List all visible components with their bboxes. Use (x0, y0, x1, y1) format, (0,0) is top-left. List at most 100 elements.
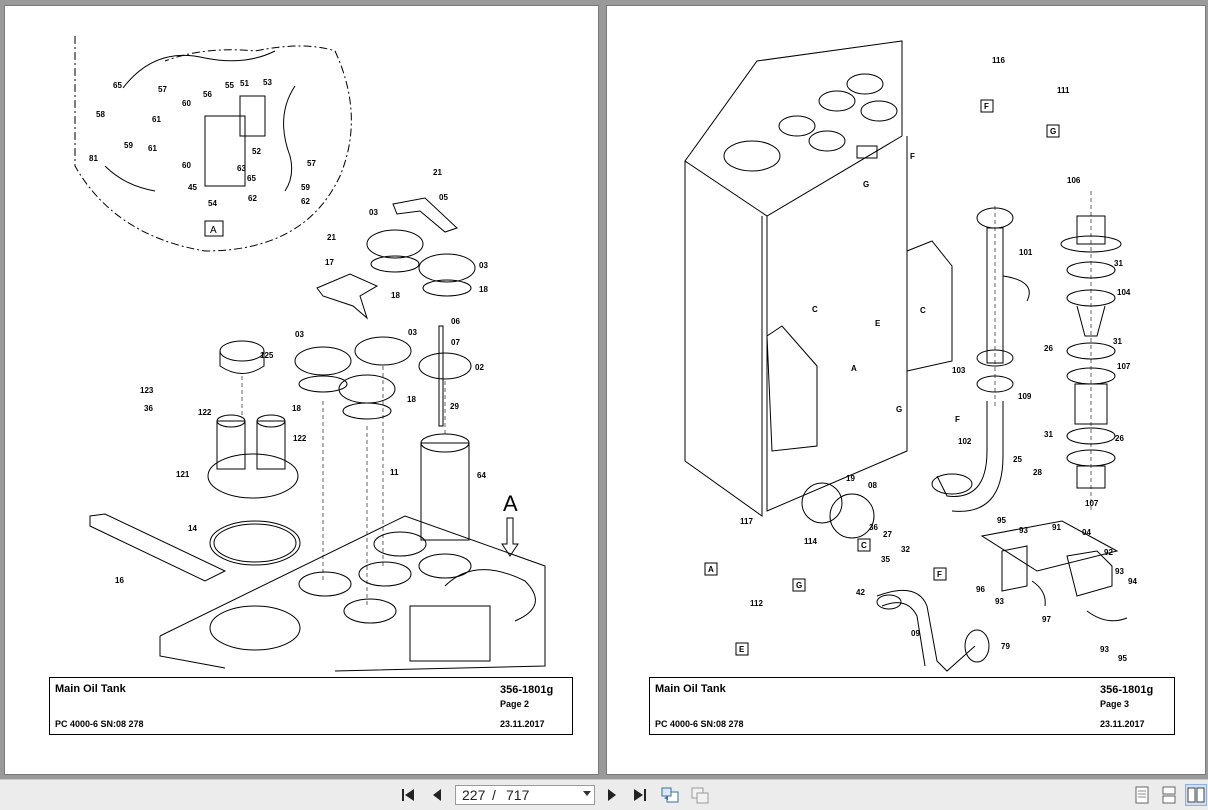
callout-number: 106 (1067, 176, 1081, 185)
callout-number: 122 (198, 408, 212, 417)
callout-number: 61 (152, 115, 161, 124)
callout-number: 60 (182, 161, 191, 170)
document-title: Main Oil Tank (655, 683, 726, 695)
callout-number: 114 (804, 537, 817, 546)
callout-number: 96 (976, 585, 985, 594)
viewer-toolbar: 227 / 717 (0, 779, 1208, 810)
document-page-left: A A 65 57 55 56 51 53 58 61 60 59 81 61 … (5, 6, 598, 774)
callout-number: A (708, 565, 714, 574)
callout-number: 04 (1082, 528, 1091, 537)
callout-number: 26 (1115, 434, 1124, 443)
parts-drawing-right: 116 111 F G F G 106 101 31 104 C E C A 3… (684, 40, 1137, 672)
callout-number: 28 (1033, 468, 1042, 477)
callout-number: 03 (408, 328, 417, 337)
callout-number: 45 (188, 183, 197, 192)
document-date: 23.11.2017 (500, 719, 545, 729)
previous-page-icon (433, 789, 441, 801)
callout-number: 95 (1118, 654, 1127, 663)
callout-number: 56 (203, 90, 212, 99)
page-separator: / (492, 787, 496, 803)
callout-number: 63 (237, 164, 246, 173)
callout-number: G (796, 581, 802, 590)
callout-number: 107 (1085, 499, 1099, 508)
two-page-view-button[interactable] (1185, 784, 1207, 806)
callout-number: 42 (856, 588, 865, 597)
callout-number: 104 (1117, 288, 1131, 297)
callout-number: 11 (390, 468, 399, 477)
document-title: Main Oil Tank (55, 683, 126, 695)
current-page: 227 (462, 787, 486, 803)
callout-number: 06 (451, 317, 460, 326)
callout-number: C (920, 306, 926, 315)
page-label: Page 3 (1100, 699, 1130, 709)
callout-number: E (739, 645, 745, 654)
callout-number: C (861, 541, 867, 550)
callout-number: 93 (995, 597, 1004, 606)
first-page-button[interactable] (398, 784, 420, 806)
callout-number: 19 (846, 474, 855, 483)
callout-number: 54 (208, 199, 217, 208)
callout-number: 103 (952, 366, 966, 375)
callout-number: 92 (1104, 548, 1113, 557)
callout-number: 35 (881, 555, 890, 564)
callout-number: 93 (1115, 567, 1124, 576)
callout-number: 05 (439, 193, 448, 202)
callout-number: E (875, 319, 881, 328)
callout-number: 21 (327, 233, 336, 242)
callout-number: 62 (248, 194, 257, 203)
callout-number: 94 (1128, 577, 1137, 586)
next-page-icon (608, 789, 616, 801)
callout-numbers: 116 111 F G F G 106 101 31 104 C E C A 3… (708, 56, 1137, 663)
callout-number: 16 (115, 576, 124, 585)
title-block-right: Main Oil Tank 356-1801g Page 3 PC 4000-6… (649, 677, 1175, 735)
callout-number: 29 (450, 402, 459, 411)
machine-id: PC 4000-6 SN:08 278 (55, 719, 144, 729)
continuous-page-icon (1162, 786, 1176, 804)
detail-label: A (210, 225, 217, 236)
callout-number: G (863, 180, 869, 189)
title-block-left: Main Oil Tank 356-1801g Page 2 PC 4000-6… (49, 677, 573, 735)
go-forward-view-button[interactable] (689, 784, 711, 806)
callout-number: 18 (292, 404, 301, 413)
callout-number: 65 (113, 81, 122, 90)
callout-number: 65 (247, 174, 256, 183)
first-page-icon (402, 789, 414, 801)
document-number: 356-1801g (1100, 684, 1154, 696)
callout-number: 57 (158, 85, 167, 94)
go-back-view-button[interactable] (659, 784, 681, 806)
callout-number: 08 (868, 481, 877, 490)
callout-number: 91 (1052, 523, 1061, 532)
callout-number: 03 (369, 208, 378, 217)
single-page-view-button[interactable] (1131, 784, 1153, 806)
two-page-icon (1187, 787, 1205, 803)
next-page-button[interactable] (601, 784, 623, 806)
callout-number: 18 (391, 291, 400, 300)
callout-number: 31 (1113, 337, 1122, 346)
total-pages: 717 (506, 787, 530, 803)
callout-number: 125 (260, 351, 274, 360)
callout-number: 59 (124, 141, 133, 150)
view-arrow-label: A (503, 491, 518, 516)
callout-number: 36 (144, 404, 153, 413)
callout-number: G (896, 405, 902, 414)
callout-number: 03 (295, 330, 304, 339)
last-page-button[interactable] (629, 784, 651, 806)
callout-number: 51 (240, 79, 249, 88)
callout-number: F (984, 102, 989, 111)
previous-page-button[interactable] (426, 784, 448, 806)
callout-number: 95 (997, 516, 1006, 525)
chevron-down-icon (583, 791, 591, 796)
document-page-right: 116 111 F G F G 106 101 31 104 C E C A 3… (607, 6, 1205, 774)
page-number-select[interactable]: 227 / 717 (455, 785, 595, 805)
callout-number: 09 (911, 629, 920, 638)
single-page-icon (1135, 786, 1149, 804)
callout-number: 117 (740, 517, 753, 526)
continuous-view-button[interactable] (1158, 784, 1180, 806)
callout-number: 57 (307, 159, 316, 168)
last-page-icon (634, 789, 646, 801)
callout-number: 107 (1117, 362, 1131, 371)
callout-number: 36 (869, 523, 878, 532)
callout-number: 121 (176, 470, 190, 479)
callout-number: 14 (188, 524, 197, 533)
page-label: Page 2 (500, 699, 530, 709)
